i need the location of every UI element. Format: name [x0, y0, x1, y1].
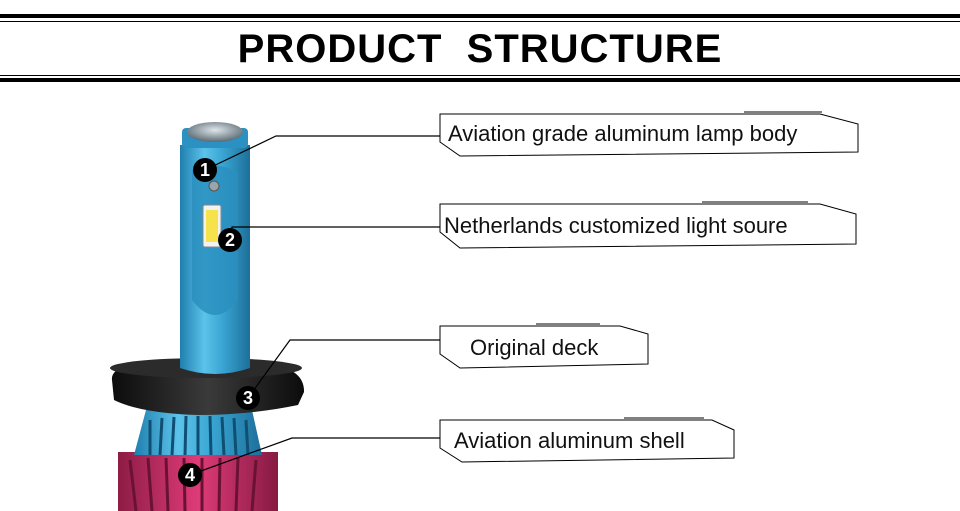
page-title: PRODUCT STRUCTURE [237, 27, 723, 71]
callout-badge-3: 3 [236, 386, 260, 410]
badge-number: 3 [243, 388, 253, 408]
callout-label-1: Aviation grade aluminum lamp body [439, 111, 859, 157]
callout-badge-1: 1 [193, 158, 217, 182]
label-text: Aviation aluminum shell [454, 428, 685, 453]
callout-badge-4: 4 [178, 463, 202, 487]
label-text: Original deck [470, 335, 599, 360]
leader-line-1 [204, 135, 440, 171]
cooling-fins [148, 415, 250, 456]
top-rule-thin [0, 21, 960, 22]
screw-icon [208, 180, 220, 192]
lens [187, 122, 243, 142]
leader-line-3 [247, 339, 440, 399]
callout-badge-2: 2 [218, 228, 242, 252]
top-rule-thick [0, 14, 960, 18]
label-text: Aviation grade aluminum lamp body [448, 121, 797, 146]
bottom-rule-thin [0, 75, 960, 76]
callout-label-2: Netherlands customized light soure [439, 201, 857, 249]
badge-number: 1 [200, 160, 210, 180]
leader-line-2 [229, 226, 440, 241]
bottom-rule-thick [0, 78, 960, 82]
badge-number: 4 [185, 465, 195, 485]
leader-line-4 [189, 437, 440, 476]
badge-number: 2 [225, 230, 235, 250]
callout-label-3: Original deck [439, 323, 649, 369]
label-text: Netherlands customized light soure [444, 213, 788, 238]
callout-label-4: Aviation aluminum shell [439, 417, 735, 463]
led-chip-yellow [206, 210, 218, 242]
